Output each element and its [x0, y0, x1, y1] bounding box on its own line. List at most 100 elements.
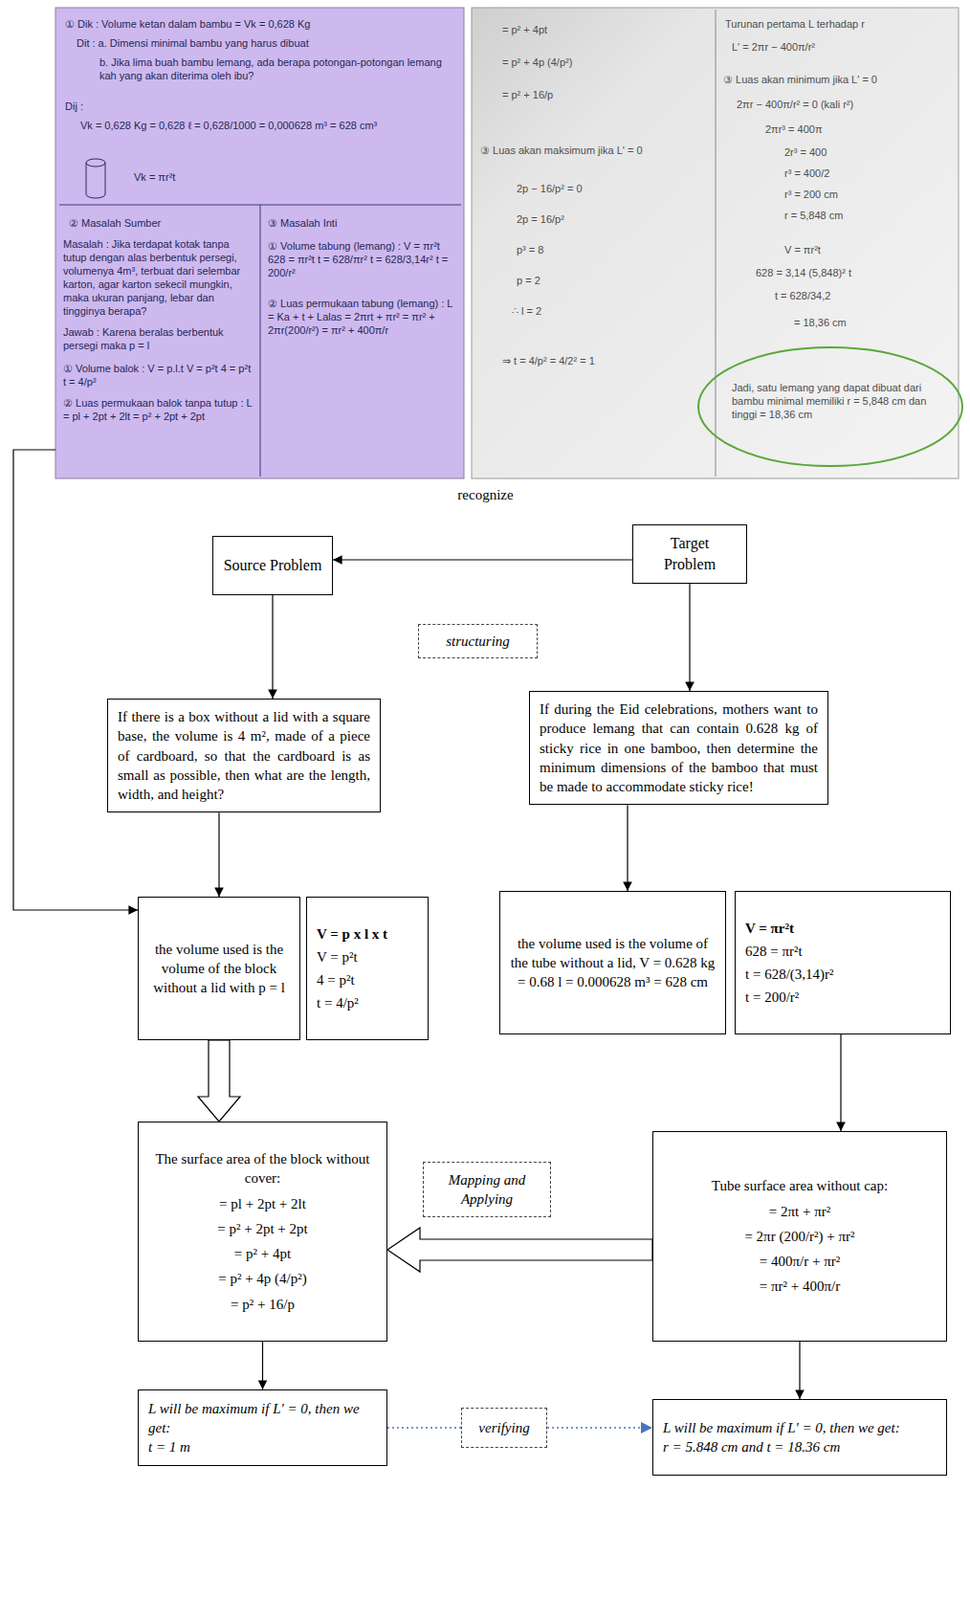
result-box: L will be maximum if L' = 0, then we get… [137, 1388, 388, 1466]
handwritten-note: ∴ l = 2 [511, 304, 542, 318]
node-text: t = 628/(3,14)r² [745, 964, 941, 984]
node-text: = p² + 4p (4/p²) [148, 1268, 377, 1288]
handwritten-note: = p² + 4pt [502, 22, 548, 37]
block-arrow [387, 1227, 653, 1272]
step-label: recognize [420, 485, 551, 505]
node-text: V = πr²t [745, 918, 941, 938]
divider-line [260, 204, 262, 477]
notebook-photo [471, 7, 959, 479]
block-arrow [198, 1039, 241, 1122]
node-text: 4 = p²t [316, 970, 419, 990]
handwritten-note: 2r³ = 400 [784, 145, 827, 159]
node-text: = p² + 2pt + 2pt [148, 1218, 377, 1238]
formula-box: V = p x l x tV = p²t4 = p²tt = 4/p² [306, 896, 429, 1040]
cylinder-side [86, 162, 88, 195]
flow-arrow [332, 558, 633, 560]
handwritten-note: Masalah : Jika terdapat kotak tanpa tutu… [63, 237, 255, 318]
node-text: t = 4/p² [316, 992, 419, 1013]
flow-arrow [218, 812, 220, 897]
dotted-connector [387, 1426, 462, 1429]
handwritten-note: ③ Luas akan minimum jika L' = 0 [723, 72, 953, 87]
node-text: The surface area of the block without co… [148, 1148, 377, 1189]
flow-arrow [262, 1341, 264, 1389]
target-problem-box: Target Problem [632, 524, 748, 584]
node-text: If during the Eid celebrations, mothers … [539, 699, 818, 796]
notebook-photo [55, 7, 464, 479]
node-text: = 2πr (200/r²) + πr² [662, 1226, 937, 1246]
surface-area-box: The surface area of the block without co… [137, 1121, 388, 1342]
step-label-box: structuring [418, 623, 538, 659]
handwritten-note: 2p = 16/p² [516, 212, 565, 226]
handwritten-note: p = 2 [516, 273, 541, 287]
node-text: 628 = πr²t [745, 941, 941, 961]
node-text: L will be maximum if L' = 0, then we get… [662, 1417, 937, 1437]
flow-arrow [688, 583, 690, 691]
node-text: = 2πt + πr² [662, 1201, 937, 1221]
volume-note-box: the volume used is the volume of the blo… [137, 896, 301, 1040]
cylinder-bottom [86, 194, 106, 199]
handwritten-note: = p² + 16/p [502, 88, 553, 102]
handwritten-note: = 18,36 cm [793, 315, 847, 330]
result-box: L will be maximum if L' = 0, then we get… [652, 1398, 948, 1476]
flow-arrow [626, 804, 628, 891]
handwritten-note: 2πr − 400π/r² = 0 (kali r²) [736, 97, 854, 111]
node-text: structuring [426, 631, 530, 651]
handwritten-note: Vk = 0,628 Kg = 0,628 ℓ = 0,628/1000 = 0… [80, 118, 459, 133]
highlight-circle [698, 347, 963, 466]
handwritten-note: ② Masalah Sumber [68, 216, 251, 230]
handwritten-note: r = 5,848 cm [784, 208, 843, 222]
flow-arrow [271, 595, 273, 699]
node-text: t = 1 m [148, 1436, 377, 1456]
node-text: = πr² + 400π/r [662, 1276, 937, 1296]
cylinder-top [86, 158, 106, 167]
node-text: Tube surface area without cap: [662, 1175, 937, 1195]
cylinder-sketch [86, 158, 106, 199]
handwritten-note: Jadi, satu lemang yang dapat dibuat dari… [731, 380, 928, 421]
flow-arrow [798, 1341, 800, 1399]
handwritten-note: ③ Masalah Inti [267, 216, 455, 230]
step-label-box: verifying [461, 1407, 548, 1448]
source-problem-box: Source Problem [212, 535, 333, 596]
handwritten-note: Turunan pertama L terhadap r [725, 17, 955, 31]
node-text: = p² + 16/p [148, 1294, 377, 1314]
node-text: = 400π/r + πr² [662, 1251, 937, 1271]
handwritten-note: ② Luas permukaan tabung (lemang) : L = K… [267, 296, 455, 337]
handwritten-note: ③ Luas akan maksimum jika L' = 0 [480, 143, 706, 157]
handwritten-note: r³ = 400/2 [784, 166, 830, 180]
handwritten-note: ① Volume balok : V = p.l.t V = p²t 4 = p… [63, 361, 255, 389]
node-text: the volume used is the volume of the blo… [148, 939, 290, 998]
handwritten-note: L' = 2πr − 400π/r² [731, 40, 816, 54]
problem-statement-box: If there is a box without a lid with a s… [107, 698, 381, 813]
flow-arrow [839, 1034, 841, 1131]
cylinder-side [105, 162, 107, 195]
node-text: L will be maximum if L' = 0, then we get… [148, 1398, 377, 1438]
volume-note-box: the volume used is the volume of the tub… [499, 890, 727, 1035]
surface-area-box: Tube surface area without cap: = 2πt + πr… [652, 1130, 948, 1342]
handwritten-note: 628 = 3,14 (5,848)² t [755, 265, 852, 280]
node-text: verifying [469, 1417, 539, 1437]
node-text: r = 5.848 cm and t = 18.36 cm [662, 1436, 937, 1456]
leader-arrow [13, 449, 138, 910]
handwritten-note: 2πr³ = 400π [765, 122, 823, 136]
node-text: = pl + 2pt + 2lt [148, 1193, 377, 1213]
node-text: = p² + 4pt [148, 1243, 377, 1263]
handwritten-note: p³ = 8 [516, 242, 544, 257]
node-text: If there is a box without a lid with a s… [117, 706, 371, 804]
problem-statement-box: If during the Eid celebrations, mothers … [529, 690, 829, 805]
dotted-connector [547, 1426, 653, 1429]
handwritten-note: ② Luas permukaan balok tanpa tutup : L =… [63, 396, 255, 423]
handwritten-note: ① Volume tabung (lemang) : V = πr²t 628 … [267, 239, 455, 280]
node-text: the volume used is the volume of the tub… [509, 933, 716, 993]
node-text: V = p²t [316, 947, 419, 967]
handwritten-note: = p² + 4p (4/p²) [502, 55, 573, 69]
handwritten-note: ① Dik : Volume ketan dalam bambu = Vk = … [65, 17, 458, 31]
handwritten-note: r³ = 200 cm [784, 187, 838, 201]
handwritten-note: t = 628/34,2 [774, 288, 831, 303]
handwritten-note: Jawab : Karena beralas berbentuk persegi… [63, 325, 255, 353]
handwritten-note: Dij : [65, 99, 84, 113]
node-text: t = 200/r² [745, 987, 941, 1007]
divider-line [715, 9, 717, 477]
node-text: Mapping and Applying [431, 1169, 543, 1210]
formula-box: V = πr²t 628 = πr²t t = 628/(3,14)r² t = 20… [734, 890, 951, 1035]
